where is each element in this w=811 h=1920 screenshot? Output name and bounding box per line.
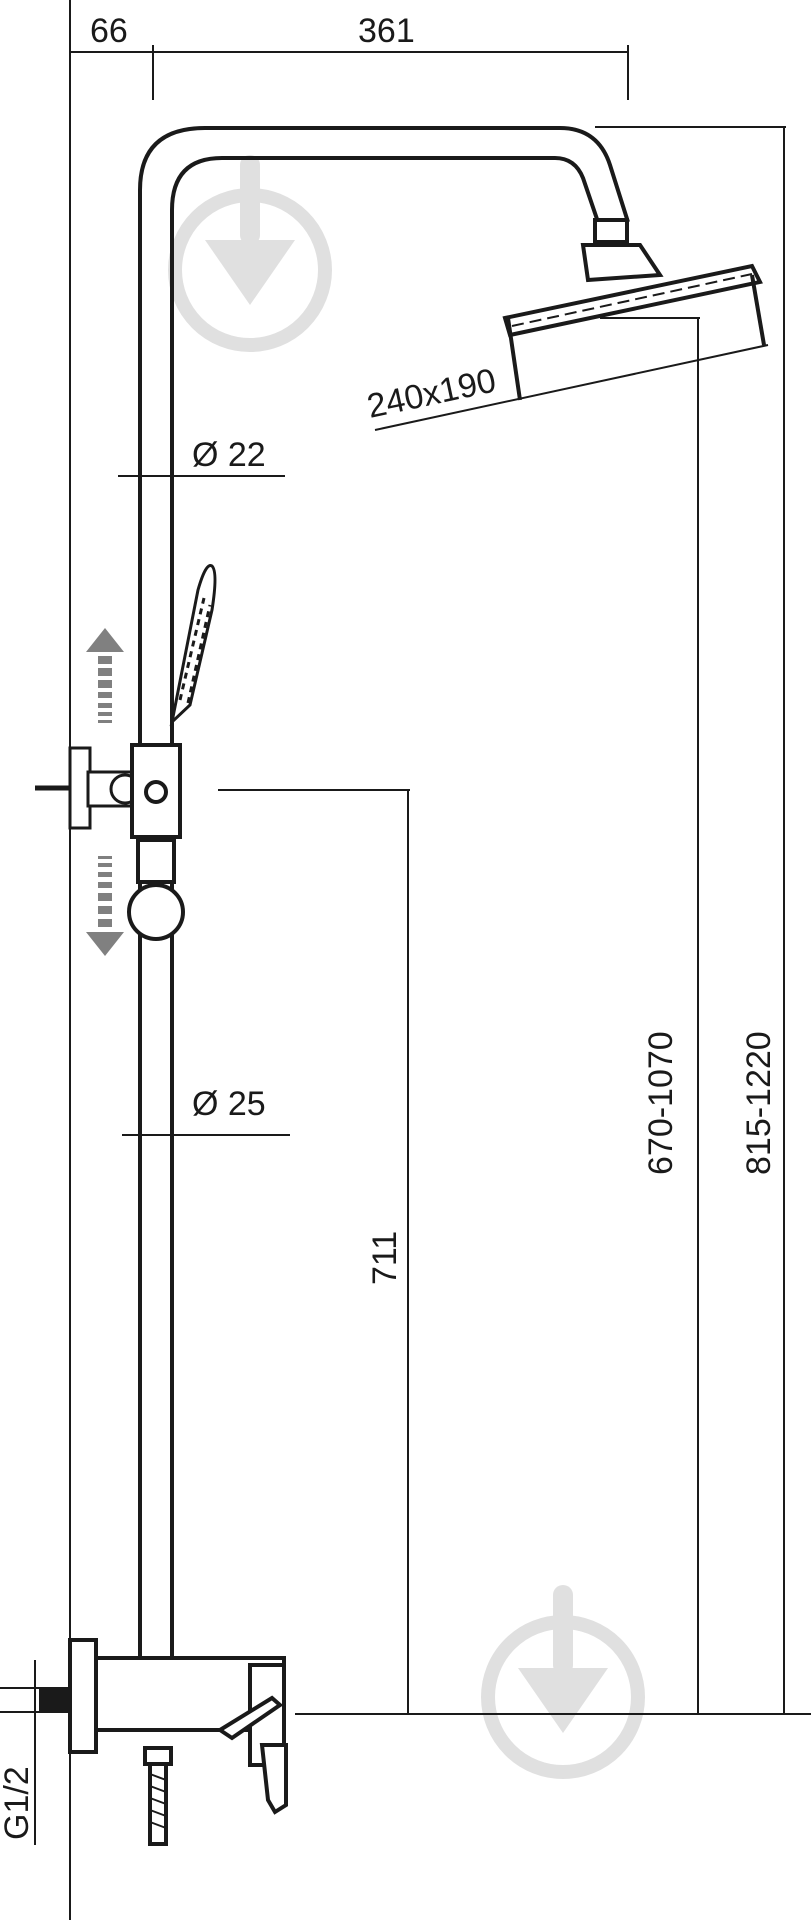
watermark-icon	[168, 155, 332, 352]
wall-bracket	[35, 746, 141, 830]
shower-riser-pipe	[138, 126, 630, 1690]
inlet-thread	[0, 1660, 71, 1845]
mixer-valve	[68, 1638, 288, 1846]
slider-block	[127, 743, 185, 941]
shower-head	[502, 218, 766, 401]
dim-thread: G1/2	[0, 1766, 36, 1840]
dim-arm-reach: 361	[358, 12, 415, 50]
dim-wall-offset: 66	[90, 12, 128, 50]
dim-head-height-outer: 815-1220	[740, 1031, 778, 1175]
watermark-icon	[481, 1585, 645, 1779]
dim-upper-pipe-diameter: Ø 22	[192, 436, 266, 474]
dim-head-height-inner: 670-1070	[642, 1031, 680, 1175]
dim-head-size: 240x190	[364, 362, 500, 426]
dim-lower-pipe-diameter: Ø 25	[192, 1085, 266, 1123]
dim-holder-height: 711	[366, 1231, 404, 1285]
height-dimension-lines	[218, 126, 811, 1715]
top-dimension-lines	[70, 45, 629, 100]
hand-shower	[169, 564, 217, 727]
adjust-arrow-icon	[86, 628, 124, 956]
shower-head-dimension	[374, 344, 769, 431]
